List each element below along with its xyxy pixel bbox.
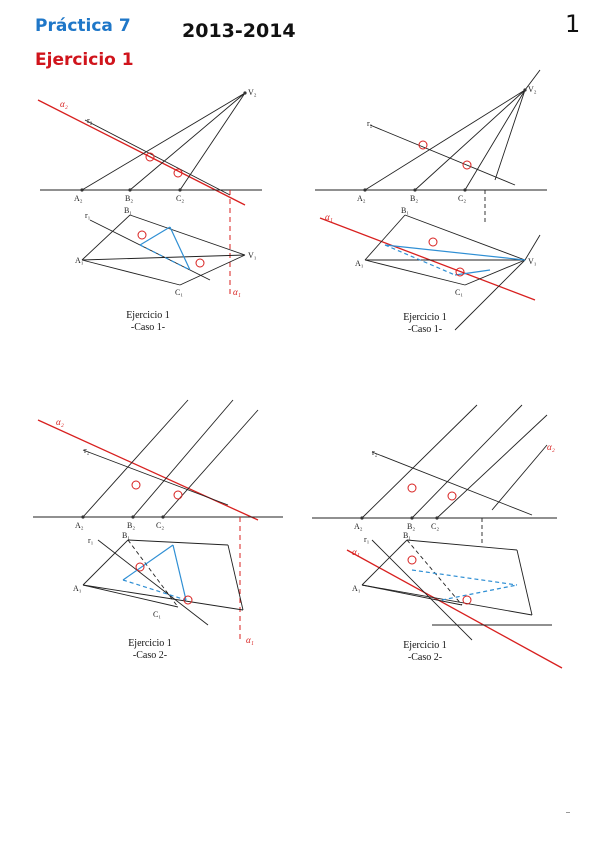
label-a2-p4: A₂	[354, 522, 363, 531]
label-alpha1: α₁	[233, 287, 241, 297]
label-alpha1-p2: α₁	[325, 212, 333, 222]
label-c1: C₁	[175, 288, 183, 297]
drawing-2-svg: A₂ B₂ C₂ V₂ r₂ A₁ B₁ C₁ V₁ α₁	[315, 69, 547, 331]
label-b1-p3: B₁	[122, 531, 130, 540]
label-b2-p2: B₂	[410, 194, 418, 203]
label-b1-p4: B₁	[403, 531, 411, 540]
label-r1: r₁	[85, 211, 91, 220]
drawing-3-svg: A₂ B₂ C₂ r₂ A₁ B₁ C₁ r₁ α₂ α₁	[33, 399, 283, 645]
drawing-panel-3: A₂ B₂ C₂ r₂ A₁ B₁ C₁ r₁ α₂ α₁	[28, 395, 288, 650]
label-alpha2-p4: α₂	[547, 442, 555, 452]
academic-year: 2013-2014	[182, 20, 296, 42]
label-c2-p2: C₂	[458, 194, 466, 203]
caption-panel-3-case: -Caso 2-	[132, 650, 168, 661]
label-r1-p4: r₁	[364, 535, 370, 544]
label-a1: A₁	[75, 256, 84, 265]
caption-panel-3-title: Ejercicio 1	[128, 638, 172, 649]
label-r2-p3: r₂	[84, 446, 90, 455]
label-r2: r₂	[87, 116, 93, 125]
label-alpha2-p3: α₂	[56, 417, 64, 427]
label-b1-p2: B₁	[401, 206, 409, 215]
label-r1-p3: r₁	[88, 536, 94, 545]
drawing-panel-1: A₂ B₂ C₂ V₂ r₂ A₁ B₁ C₁ V₁ r₁ α₂ α₁	[30, 85, 280, 305]
label-alpha2: α₂	[60, 99, 68, 109]
label-a1-p4: A₁	[352, 584, 361, 593]
caption-panel-1: Ejercicio 1 -Caso 1-	[88, 310, 208, 334]
label-a1-p2: A₁	[355, 259, 364, 268]
caption-panel-2-title: Ejercicio 1	[403, 312, 447, 323]
label-alpha1-p4: α₁	[352, 547, 360, 557]
label-b2-p3: B₂	[127, 521, 135, 530]
label-r2-p2: r₂	[367, 119, 373, 128]
label-a1-p3: A₁	[73, 584, 82, 593]
label-v1: V₁	[248, 251, 257, 260]
practice-title: Práctica 7	[35, 16, 131, 36]
caption-panel-4-title: Ejercicio 1	[403, 640, 447, 651]
page-number: 1	[565, 10, 581, 38]
label-v1-p2: V₁	[528, 257, 537, 266]
drawing-1-svg: A₂ B₂ C₂ V₂ r₂ A₁ B₁ C₁ V₁ r₁ α₂ α₁	[37, 88, 262, 297]
label-alpha1-p3: α₁	[246, 635, 254, 645]
drawing-4-svg: A₂ B₂ C₂ r₂ A₁ B₁ r₁ α₂ α₁	[312, 404, 563, 669]
label-a2-p2: A₂	[357, 194, 366, 203]
caption-panel-4-case: -Caso 2-	[407, 652, 443, 663]
caption-panel-1-title: Ejercicio 1	[126, 310, 170, 321]
caption-panel-1-case: -Caso 1-	[130, 322, 166, 333]
caption-panel-2: Ejercicio 1 -Caso 1-	[365, 312, 485, 336]
scan-mark	[566, 812, 570, 813]
label-c1-p2: C₁	[455, 288, 463, 297]
label-c1-p3: C₁	[153, 610, 161, 619]
drawing-panel-2: A₂ B₂ C₂ V₂ r₂ A₁ B₁ C₁ V₁ α₁	[315, 69, 575, 331]
caption-panel-3: Ejercicio 1 -Caso 2-	[90, 638, 210, 662]
label-v2: V₂	[248, 88, 257, 97]
label-a2: A₂	[74, 194, 83, 203]
label-c2: C₂	[176, 194, 184, 203]
caption-panel-4: Ejercicio 1 -Caso 2-	[365, 640, 485, 664]
label-v2-p2: V₂	[528, 85, 537, 94]
label-c2-p4: C₂	[431, 522, 439, 531]
label-a2-p3: A₂	[75, 521, 84, 530]
exercise-title: Ejercicio 1	[35, 50, 134, 70]
drawing-panel-4: A₂ B₂ C₂ r₂ A₁ B₁ r₁ α₂ α₁	[312, 400, 582, 675]
label-b2-p4: B₂	[407, 522, 415, 531]
label-r2-p4: r₂	[372, 448, 378, 457]
label-b1: B₁	[124, 206, 132, 215]
label-c2-p3: C₂	[156, 521, 164, 530]
caption-panel-2-case: -Caso 1-	[407, 324, 443, 335]
label-b2: B₂	[125, 194, 133, 203]
